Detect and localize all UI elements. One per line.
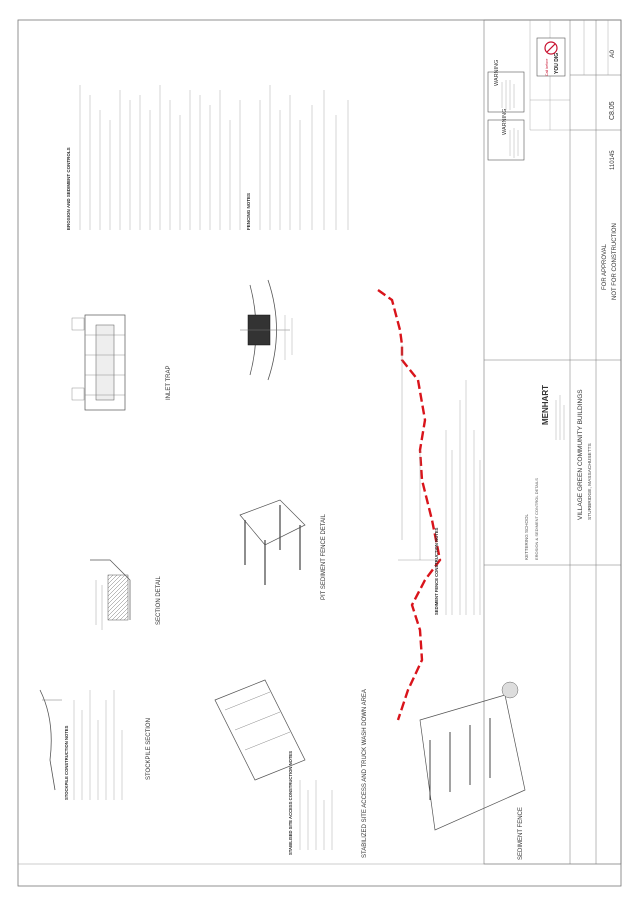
access-notes-heading: STABILISED SITE ACCESS CONSTRUCTION NOTE…: [288, 751, 293, 855]
inlet-trap-detail: INLET TRAP: [71, 314, 172, 411]
stabilized-access-title: STABILIZED SITE ACCESS AND TRUCK WASH DO…: [362, 689, 368, 858]
section-detail-title: SECTION DETAIL: [156, 575, 162, 625]
client-name: KETTERING SCHOOL: [524, 513, 529, 560]
warning-box-1: WARNING: [487, 60, 525, 113]
project-location: STURBRIDGE, MASSACHUSETTS: [587, 443, 593, 520]
sediment-notes: SEDIMENT FENCE CONSTRUCTION NOTES: [434, 380, 481, 615]
warning-heading-1: WARNING: [494, 60, 500, 86]
company-name: MENHART: [541, 385, 550, 425]
pit-fence-detail: PIT SEDIMENT FENCE DETAIL: [239, 499, 327, 600]
revision: A0: [609, 50, 616, 58]
logo-you-dig: YOU DIG: [554, 53, 560, 74]
pit-fence-title: PIT SEDIMENT FENCE DETAIL: [321, 513, 327, 600]
sediment-notes-heading: SEDIMENT FENCE CONSTRUCTION NOTES: [434, 527, 439, 615]
sediment-fence-detail: SEDIMENT FENCE: [419, 681, 526, 860]
logo-call-before: Call before: [545, 59, 549, 76]
sheet-number: C8.05: [609, 101, 616, 120]
status-for-approval: FOR APPROVAL: [602, 243, 608, 290]
stabilized-access-detail: STABILISED SITE ACCESS CONSTRUCTION NOTE…: [214, 679, 368, 858]
sediment-fence-title: SEDIMENT FENCE: [518, 807, 524, 860]
erosion-notes: EROSION AND SEDIMENT CONTROLS FENCING NO…: [66, 85, 349, 230]
project-name: VILLAGE GREEN COMMUNITY BUILDINGS: [577, 389, 584, 520]
stockpile-section-title: STOCKPILE SECTION: [146, 718, 152, 780]
erosion-notes-heading: EROSION AND SEDIMENT CONTROLS: [66, 147, 71, 230]
sediment-boundary-line: [377, 289, 442, 721]
sheet-title: EROSION & SEDIMENT CONTROL DETAILS: [534, 478, 539, 560]
stockpile-section: STOCKPILE CONSTRUCTION NOTES STOCKPILE S…: [39, 689, 152, 800]
title-block: VILLAGE GREEN COMMUNITY BUILDINGS STURBR…: [483, 19, 622, 865]
job-number: 110145: [610, 150, 616, 170]
stockpile-notes-heading: STOCKPILE CONSTRUCTION NOTES: [64, 725, 69, 800]
warning-box-2: WARNING: [487, 109, 525, 161]
grate-detail: [240, 279, 293, 381]
sheet-border: [17, 19, 622, 887]
call-before-you-dig-logo: Call before YOU DIG: [536, 37, 566, 77]
fencing-notes-heading: FENCING NOTES: [246, 193, 251, 230]
warning-heading-2: WARNING: [502, 109, 508, 135]
status-not-for-construction: NOT FOR CONSTRUCTION: [612, 223, 618, 300]
inlet-trap-title: INLET TRAP: [166, 366, 172, 400]
section-detail: SECTION DETAIL: [90, 559, 162, 630]
